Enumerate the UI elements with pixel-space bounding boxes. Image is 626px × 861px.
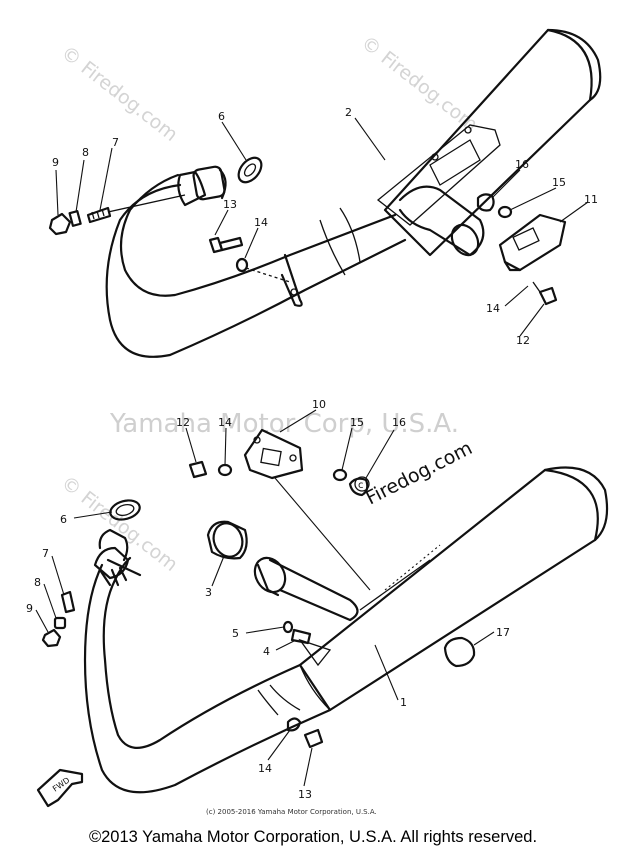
bolt-bottom-mid <box>282 620 312 645</box>
watermark-top-left: © Firedog.com <box>57 42 182 146</box>
gasket-top <box>237 156 263 184</box>
callout-8-bottom: 8 <box>34 576 41 589</box>
fwd-arrow-icon: FWD <box>36 768 84 808</box>
callout-10: 10 <box>312 398 326 411</box>
callout-13-top: 13 <box>223 198 237 211</box>
stud-nut-bottom <box>41 590 76 648</box>
callout-3: 3 <box>205 586 212 599</box>
callout-15-bottom: 15 <box>350 416 364 429</box>
stud-nut-top <box>48 194 186 236</box>
callout-7-bottom: 7 <box>42 547 49 560</box>
bushing-bottom <box>206 520 248 560</box>
svg-text:c: c <box>358 480 364 491</box>
callout-6-bottom: 6 <box>60 513 67 526</box>
muffler-bottom <box>298 466 609 712</box>
callout-6-top: 6 <box>218 110 225 123</box>
callouts-bottom: 12 14 10 15 16 6 7 8 9 3 5 4 1 17 14 13 <box>26 398 510 801</box>
muffler-top <box>376 28 602 257</box>
grommet <box>443 636 476 668</box>
fwd-label: FWD <box>51 776 71 794</box>
watermark-mid-left: © Firedog.com <box>57 472 182 576</box>
callout-12-bottom: 12 <box>176 416 190 429</box>
head-pipe-top <box>105 165 485 358</box>
callout-1: 1 <box>400 696 407 709</box>
watermark-top-right: © Firedog.com <box>357 32 482 136</box>
callout-12-top: 12 <box>516 334 530 347</box>
footer-copyright: ©2013 Yamaha Motor Corporation, U.S.A. A… <box>88 828 538 846</box>
callout-16-top: 16 <box>515 158 529 171</box>
callouts-top: 9 8 7 6 13 14 2 16 15 11 14 12 <box>52 106 598 347</box>
callout-8-top: 8 <box>82 146 89 159</box>
watermark-copyright-symbol <box>354 476 370 492</box>
callout-16-bottom: 16 <box>392 416 406 429</box>
callout-14-bottom-left: 14 <box>218 416 232 429</box>
watermark-owner: Yamaha Motor Corp, U.S.A. <box>109 409 459 439</box>
callout-13-bottom: 13 <box>298 788 312 801</box>
callout-5: 5 <box>232 627 239 640</box>
callout-14-bottom-low: 14 <box>258 762 272 775</box>
bracket-right-top <box>476 193 567 306</box>
gasket-bottom <box>109 499 141 521</box>
bolt-top <box>208 236 291 283</box>
callout-14-right: 14 <box>486 302 500 315</box>
inner-copyright: (c) 2005-2016 Yamaha Motor Corporation, … <box>206 808 377 816</box>
callout-9-bottom: 9 <box>26 602 33 615</box>
callout-17: 17 <box>496 626 510 639</box>
leader-lines-top <box>55 117 589 337</box>
bolt-bottom-low <box>286 717 324 749</box>
watermark-mid-right: Firedog.com <box>362 437 476 509</box>
callout-4: 4 <box>263 645 270 658</box>
head-pipe-bottom <box>83 528 359 794</box>
callout-11: 11 <box>584 193 598 206</box>
leader-lines-bottom <box>35 409 495 787</box>
callout-2: 2 <box>345 106 352 119</box>
callout-7-top: 7 <box>112 136 119 149</box>
callout-9-top: 9 <box>52 156 59 169</box>
callout-15-top: 15 <box>552 176 566 189</box>
callout-14-top: 14 <box>254 216 268 229</box>
bracket-bottom <box>188 428 371 591</box>
